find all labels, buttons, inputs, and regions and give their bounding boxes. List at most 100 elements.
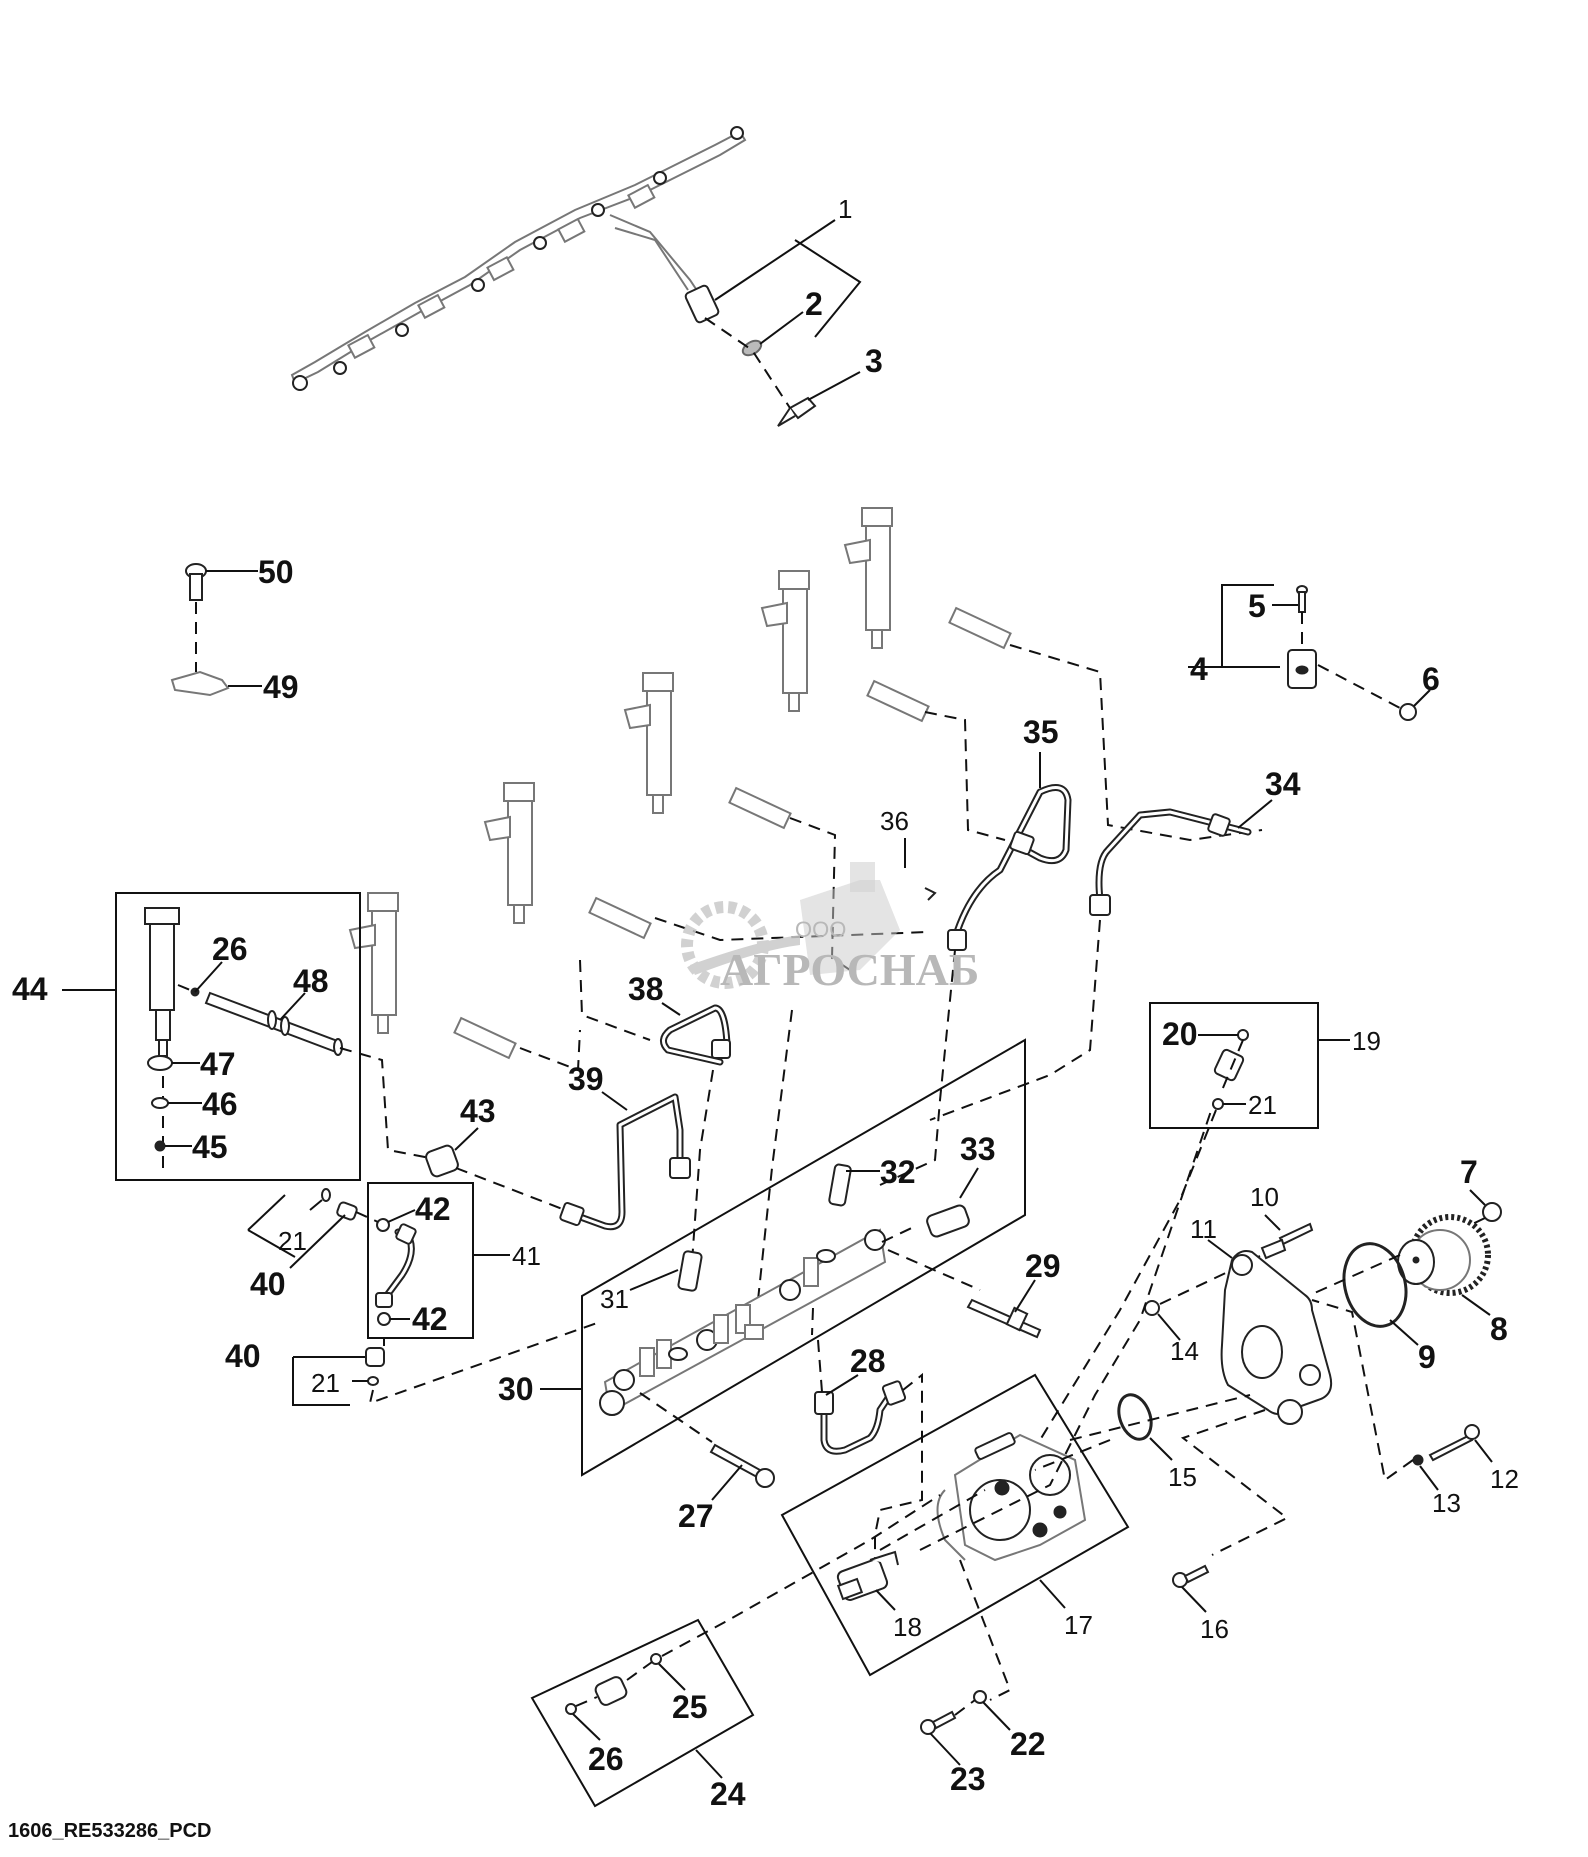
callout-45[interactable]: 45 <box>192 1129 228 1165</box>
callout-28[interactable]: 28 <box>850 1343 886 1379</box>
pump-drive-gear-8[interactable] <box>1397 1214 1491 1296</box>
callout-49[interactable]: 49 <box>263 669 299 705</box>
callout-39[interactable]: 39 <box>568 1061 604 1097</box>
seal-2[interactable] <box>740 338 763 358</box>
callout-14[interactable]: 14 <box>1170 1336 1199 1366</box>
callout-2[interactable]: 2 <box>805 286 823 322</box>
seal-45[interactable] <box>154 1140 166 1152</box>
callout-22[interactable]: 22 <box>1010 1726 1046 1762</box>
callout-41[interactable]: 41 <box>512 1241 541 1271</box>
callout-36[interactable]: 36 <box>880 806 909 836</box>
nut-14[interactable] <box>1144 1300 1160 1316</box>
callout-47[interactable]: 47 <box>200 1046 236 1082</box>
cap-screw-50[interactable] <box>185 563 207 601</box>
o-ring-9[interactable] <box>1335 1237 1415 1334</box>
callout-33[interactable]: 33 <box>960 1131 996 1167</box>
callout-43[interactable]: 43 <box>460 1093 496 1129</box>
washer-21-kit[interactable] <box>1212 1098 1224 1110</box>
callout-26-kit[interactable]: 26 <box>588 1741 624 1777</box>
callout-35[interactable]: 35 <box>1023 714 1059 750</box>
callout-25[interactable]: 25 <box>672 1689 708 1725</box>
washer-21-top[interactable] <box>321 1188 331 1202</box>
clamp-4[interactable] <box>1287 649 1317 689</box>
callout-15[interactable]: 15 <box>1168 1462 1197 1492</box>
callout-34[interactable]: 34 <box>1265 766 1301 802</box>
callout-29[interactable]: 29 <box>1025 1248 1061 1284</box>
callout-26-injector[interactable]: 26 <box>212 931 248 967</box>
injector-cylinder-4[interactable] <box>623 672 792 830</box>
fuel-line-36[interactable] <box>904 838 937 901</box>
fitting-40-top[interactable] <box>336 1201 358 1221</box>
callout-13[interactable]: 13 <box>1432 1488 1461 1518</box>
washer-26-kit[interactable] <box>565 1703 577 1715</box>
injector-clamp-49[interactable] <box>170 670 230 697</box>
fuel-injector-44[interactable] <box>144 907 180 1057</box>
fuel-line-38[interactable] <box>660 1004 731 1066</box>
callout-6[interactable]: 6 <box>1422 661 1440 697</box>
cap-screw-23[interactable] <box>920 1710 957 1735</box>
high-pressure-pump-17[interactable] <box>936 1432 1087 1562</box>
fuel-line-35[interactable] <box>947 784 1072 951</box>
callout-38[interactable]: 38 <box>628 971 664 1007</box>
callout-17[interactable]: 17 <box>1064 1610 1093 1640</box>
callout-20[interactable]: 20 <box>1162 1016 1198 1052</box>
callout-44[interactable]: 44 <box>12 971 48 1007</box>
fitting-24[interactable] <box>594 1675 629 1707</box>
callout-50[interactable]: 50 <box>258 554 294 590</box>
washer-20[interactable] <box>1237 1029 1249 1041</box>
fuel-line-39[interactable] <box>559 1093 691 1231</box>
injector-cylinder-3[interactable] <box>483 782 652 940</box>
pump-mounting-plate-11[interactable] <box>1220 1250 1333 1425</box>
callout-23[interactable]: 23 <box>950 1761 986 1797</box>
pressure-sensor-33[interactable] <box>925 1204 970 1238</box>
fitting-19[interactable] <box>1213 1048 1245 1082</box>
callout-8[interactable]: 8 <box>1490 1311 1508 1347</box>
callout-24[interactable]: 24 <box>710 1776 746 1812</box>
callout-4[interactable]: 4 <box>1190 651 1208 687</box>
callout-19[interactable]: 19 <box>1352 1026 1381 1056</box>
cap-screw-12[interactable] <box>1428 1424 1480 1462</box>
stud-29[interactable] <box>966 1298 1042 1339</box>
nut-7[interactable] <box>1482 1202 1502 1222</box>
callout-48[interactable]: 48 <box>293 963 329 999</box>
injector-cylinder-5[interactable] <box>760 570 930 723</box>
cap-screw-27[interactable] <box>709 1443 775 1488</box>
callout-1[interactable]: 1 <box>838 194 852 224</box>
nut-43[interactable] <box>424 1144 459 1178</box>
stud-10[interactable] <box>1260 1222 1314 1260</box>
fuel-rail-30[interactable] <box>599 1228 887 1416</box>
injector-cylinder-6[interactable] <box>843 507 1012 650</box>
cap-screw-16[interactable] <box>1172 1564 1210 1588</box>
callout-42-top[interactable]: 42 <box>415 1191 451 1227</box>
screw-5[interactable] <box>1296 585 1308 613</box>
callout-3[interactable]: 3 <box>865 343 883 379</box>
callout-27[interactable]: 27 <box>678 1498 714 1534</box>
callout-7[interactable]: 7 <box>1460 1154 1478 1190</box>
o-ring-46[interactable] <box>151 1097 169 1109</box>
terminal-3[interactable] <box>777 396 817 427</box>
washer-25[interactable] <box>650 1653 662 1665</box>
washer-21-bottom[interactable] <box>367 1376 379 1386</box>
wiring-harness[interactable] <box>290 126 747 391</box>
o-ring-15[interactable] <box>1113 1390 1157 1443</box>
callout-16[interactable]: 16 <box>1200 1614 1229 1644</box>
o-ring-47[interactable] <box>147 1055 173 1071</box>
callout-46[interactable]: 46 <box>202 1086 238 1122</box>
pressure-limiter-31[interactable] <box>677 1250 703 1292</box>
cap-screw-6[interactable] <box>1399 703 1417 721</box>
washer-22[interactable] <box>973 1690 987 1704</box>
callout-9[interactable]: 9 <box>1418 1339 1436 1375</box>
connector-tube-48[interactable] <box>204 991 343 1056</box>
injector-cylinder-2[interactable] <box>348 892 517 1060</box>
callout-12[interactable]: 12 <box>1490 1464 1519 1494</box>
callout-31[interactable]: 31 <box>600 1284 629 1314</box>
fitting-42-top[interactable] <box>376 1218 390 1232</box>
callout-5[interactable]: 5 <box>1248 588 1266 624</box>
callout-10[interactable]: 10 <box>1250 1182 1279 1212</box>
callout-42-bottom[interactable]: 42 <box>412 1301 448 1337</box>
callout-30[interactable]: 30 <box>498 1371 534 1407</box>
callout-18[interactable]: 18 <box>893 1612 922 1642</box>
callout-21-top[interactable]: 21 <box>278 1226 307 1256</box>
callout-32[interactable]: 32 <box>880 1154 916 1190</box>
fitting-42-bottom[interactable] <box>377 1312 391 1326</box>
